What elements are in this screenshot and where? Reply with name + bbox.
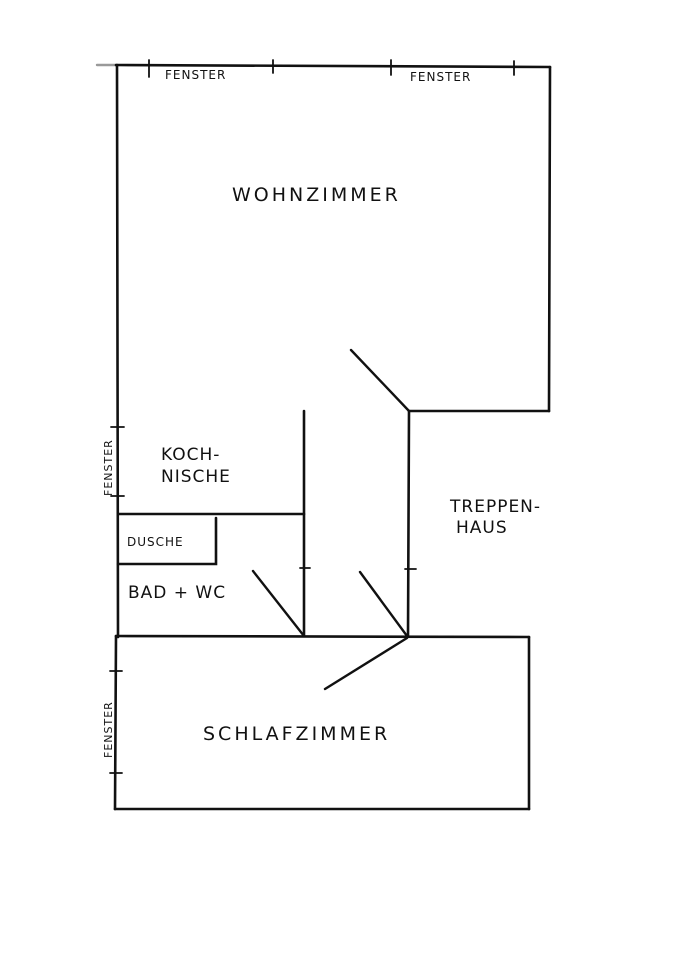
left-wall-upper <box>115 63 120 639</box>
room-label-bad-wc: BAD + WC <box>128 583 226 603</box>
shower-box <box>116 516 218 566</box>
window-label-top-right: FENSTER <box>410 70 471 84</box>
top-wall <box>114 63 552 69</box>
living-right-wall <box>547 65 552 413</box>
window-label-top-left: FENSTER <box>165 68 226 82</box>
bedroom-left-wall <box>113 634 118 811</box>
corridor-right-wall <box>406 409 411 638</box>
room-label-wohnzimmer: WOHNZIMMER <box>232 184 401 206</box>
window-label-kitchen: FENSTER <box>102 439 115 496</box>
room-label-treppenhaus-1: TREPPEN- <box>449 497 541 517</box>
room-label-treppenhaus-2: HAUS <box>456 518 508 538</box>
window-label-bedroom: FENSTER <box>102 701 115 758</box>
room-label-kochnische-1: KOCH- <box>161 445 220 465</box>
door-living-room <box>349 348 411 413</box>
door-bathroom <box>251 569 306 638</box>
room-label-dusche: DUSCHE <box>127 535 184 549</box>
door-corridor <box>358 570 409 638</box>
door-bedroom <box>323 636 409 691</box>
bedroom-top-wall <box>114 634 531 639</box>
room-label-schlafzimmer: SCHLAFZIMMER <box>203 723 390 745</box>
room-label-kochnische-2: NISCHE <box>161 467 231 487</box>
